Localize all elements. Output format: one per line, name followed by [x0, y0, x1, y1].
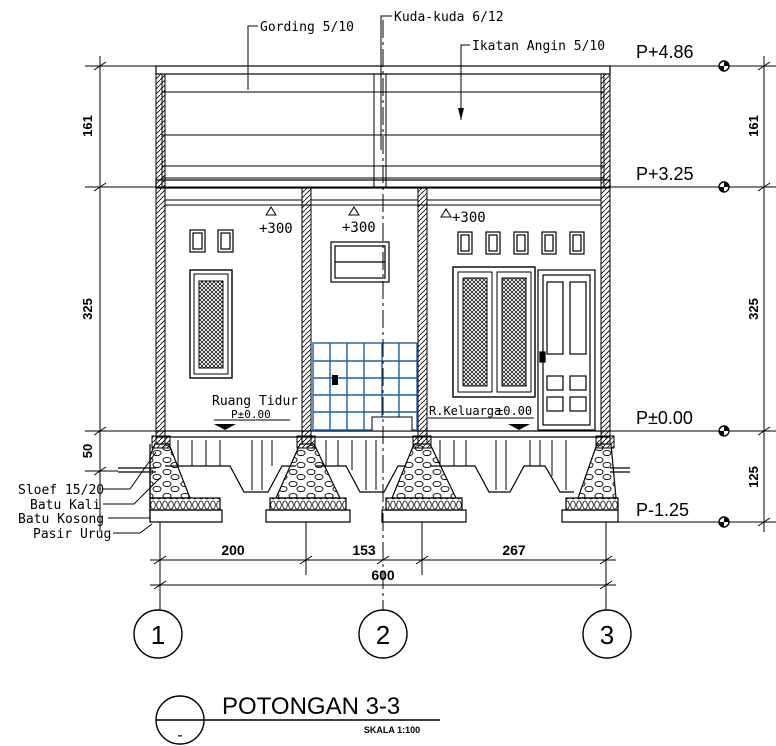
foundation-footings [149, 443, 619, 523]
sloef-beams [151, 435, 615, 449]
dim-roof-left: 161 [80, 115, 95, 137]
family-room-ventilation [457, 231, 585, 255]
bedroom-window [189, 269, 233, 379]
level-floor: P±0.00 [636, 408, 693, 428]
callout-gording: Gording 5/10 [260, 20, 354, 35]
level-foundation: P-1.25 [636, 500, 689, 520]
ceiling-mark-right: +300 [452, 210, 486, 226]
grid-axis-bubbles [133, 609, 632, 659]
grid-axis-2: 2 [376, 620, 390, 650]
title-name: POTONGAN 3-3 [222, 693, 400, 720]
toilet-step [371, 416, 413, 432]
dim-total: 600 [371, 567, 395, 583]
soil-hatch [177, 440, 567, 490]
bathroom-vent [330, 241, 390, 283]
label-pasir-urug: Pasir Urug [33, 527, 111, 542]
callout-ikatan-angin: Ikatan Angin 5/10 [472, 39, 605, 54]
label-batu-kosong: Batu Kosong [18, 512, 104, 527]
level-marker-symbols [718, 60, 730, 528]
ring-beams [164, 187, 602, 206]
title-section-mark: - [177, 727, 182, 744]
room-level-bedroom: P±0.00 [231, 408, 271, 421]
wall-tiles [312, 342, 418, 431]
vertical-dimension-right [726, 56, 776, 532]
title-block [155, 695, 440, 745]
dim-span-3: 267 [502, 542, 526, 558]
room-level-family: ±0.00 [496, 404, 532, 418]
label-sloef: Sloef 15/20 [18, 483, 104, 498]
level-roof-top: P+4.86 [636, 42, 694, 62]
grid-axis-1: 1 [151, 620, 165, 650]
dim-plinth-left: 50 [80, 444, 95, 458]
vertical-dimension-left [85, 56, 118, 532]
ground-line [118, 465, 630, 493]
dim-wall-right: 325 [746, 298, 761, 320]
roof-level-lines [85, 65, 722, 523]
dim-wall-left: 325 [80, 298, 95, 320]
room-label-bedroom: Ruang Tidur [212, 394, 298, 409]
tap-icon [332, 375, 338, 385]
bedroom-ventilation [189, 229, 234, 253]
callout-kuda-kuda: Kuda-kuda 6/12 [394, 10, 504, 25]
ceiling-mark-left: +300 [259, 221, 293, 237]
dim-span-2: 153 [352, 542, 376, 558]
horizontal-dimension-lines [150, 522, 616, 590]
ceiling-level-marks [265, 206, 452, 218]
dim-roof-right: 161 [746, 115, 761, 137]
room-label-family: R.Keluarga [429, 404, 501, 418]
callout-leaders-top [247, 15, 470, 150]
door [537, 269, 596, 431]
grid-axis-3: 3 [600, 620, 614, 650]
label-batu-kali: Batu Kali [30, 498, 100, 513]
callout-leaders-foundation [103, 451, 161, 534]
grid-axis-lines [159, 20, 607, 610]
title-scale: SKALA 1:100 [364, 725, 420, 735]
dim-span-1: 200 [221, 542, 245, 558]
dim-foundation-right: 125 [746, 466, 761, 488]
level-ring-balk: P+3.25 [636, 164, 694, 184]
family-room-window [452, 266, 536, 398]
ceiling-mark-middle: +300 [342, 220, 376, 236]
